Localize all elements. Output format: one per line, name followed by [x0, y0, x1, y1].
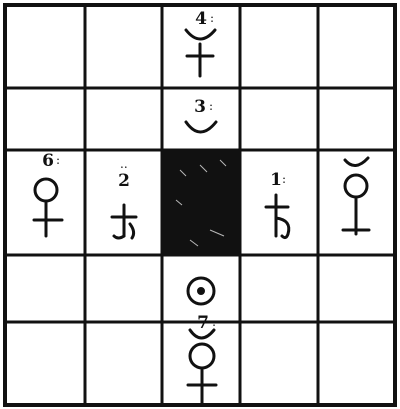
center-black-square	[162, 150, 240, 255]
cell-r2-c4	[341, 156, 371, 236]
cell-r2-c1: .. 2	[110, 157, 138, 240]
cell-r2-c3: 1 :	[264, 170, 291, 240]
center-texture	[175, 159, 227, 247]
cell-number-dots: :	[210, 11, 214, 25]
cell-number: 4	[195, 9, 207, 29]
mercury-icon	[341, 156, 371, 236]
moon-icon	[184, 120, 218, 134]
venus-icon	[32, 177, 64, 238]
cell-r3-c2	[186, 276, 216, 306]
mercury-icon	[186, 328, 218, 406]
saturn-icon	[264, 193, 291, 240]
cell-number: 3	[194, 97, 206, 117]
cell-number-dots: :	[209, 99, 213, 113]
cell-r4-c2: 7 :	[186, 313, 218, 406]
cell-r2-c0: 6 :	[32, 151, 64, 238]
grid-lines	[5, 5, 395, 405]
saturn-icon	[110, 203, 138, 240]
cell-number: 7	[197, 313, 209, 333]
cell-number-dots: :	[282, 172, 286, 186]
cell-number: 2	[118, 171, 130, 191]
cell-number: 6	[42, 151, 54, 171]
cell-number-dots: ..	[120, 157, 128, 171]
cell-number-dots: :	[56, 153, 60, 167]
cell-r0-c2: 4 :	[184, 9, 217, 78]
cell-number: 1	[270, 170, 282, 190]
sun-icon	[186, 276, 216, 306]
grid-frame	[3, 3, 397, 407]
cell-r1-c2: 3 :	[184, 97, 218, 134]
cell-number-dots: :	[212, 315, 216, 329]
jupiter-icon	[184, 28, 217, 78]
